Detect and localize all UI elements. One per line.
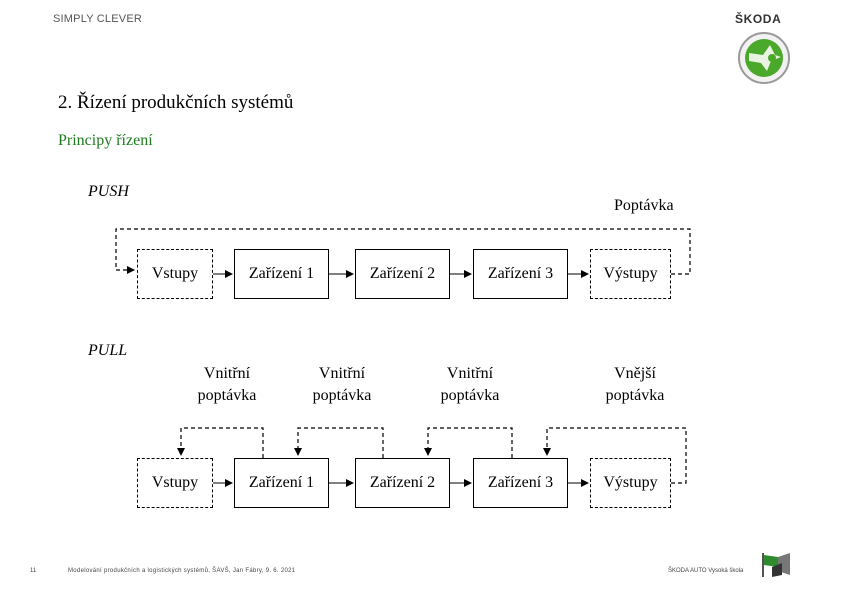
pull-demand-3-line2: poptávka [440,387,500,404]
pull-node-inputs: Vstupy [137,458,213,508]
pull-node-outputs: Výstupy [590,458,671,508]
pull-demand-external: Vnější poptávka [580,363,690,407]
pull-loop-1 [177,427,264,458]
pull-demand-3: Vnitřní poptávka [415,363,525,407]
brand-name: ŠKODA [735,12,782,26]
pull-loop-3 [424,427,513,458]
pull-node-device-1: Zařízení 1 [234,458,329,508]
pull-demand-external-line2: poptávka [605,387,665,404]
slogan: SIMPLY CLEVER [53,13,143,25]
pull-demand-2-line1: Vnitřní [318,365,366,382]
push-demand-loop [115,228,691,275]
pull-demand-1: Vnitřní poptávka [172,363,282,407]
footer-text: Modelování produkčních a logistických sy… [68,568,296,574]
pull-label: PULL [88,342,128,359]
push-node-inputs: Vstupy [137,249,213,299]
pull-node-device-2: Zařízení 2 [355,458,450,508]
push-node-device-2: Zařízení 2 [355,249,450,299]
school-flag-icon [762,553,790,577]
push-demand-label: Poptávka [614,197,674,214]
pull-demand-2: Vnitřní poptávka [287,363,397,407]
page-number: 11 [30,568,37,574]
pull-loop-external [543,427,687,484]
pull-loop-2 [294,427,384,458]
pull-demand-3-line1: Vnitřní [446,365,494,382]
pull-node-device-3: Zařízení 3 [473,458,568,508]
pull-demand-2-line2: poptávka [312,387,372,404]
section-subtitle: Principy řízení [58,132,153,149]
pull-demand-1-line1: Vnitřní [203,365,251,382]
push-node-outputs: Výstupy [590,249,671,299]
footer-school: ŠKODA AUTO Vysoká škola [668,568,744,574]
push-label: PUSH [88,183,129,200]
pull-demand-external-line1: Vnější [614,365,656,382]
pull-demand-1-line2: poptávka [197,387,257,404]
skoda-logo-icon [738,32,790,84]
page-title: 2. Řízení produkčních systémů [58,92,294,113]
push-node-device-1: Zařízení 1 [234,249,329,299]
push-node-device-3: Zařízení 3 [473,249,568,299]
